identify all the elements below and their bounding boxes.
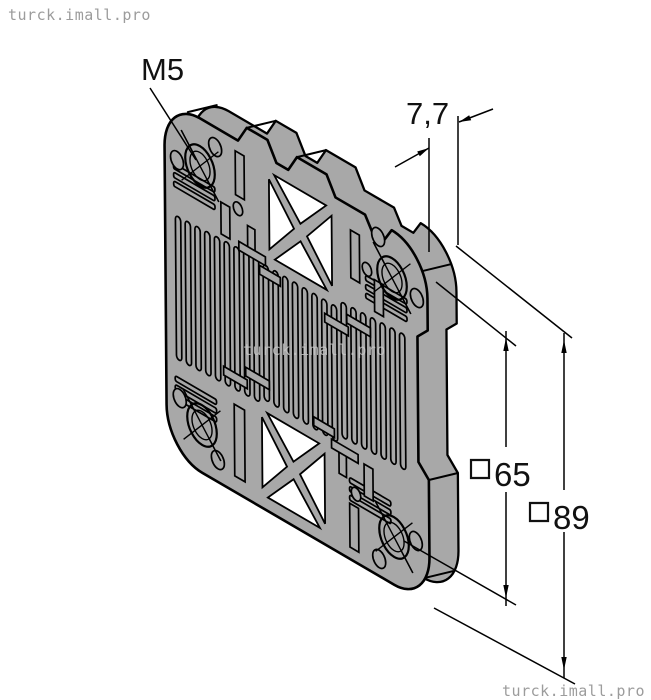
vent-slot-grille (175, 201, 406, 492)
dimension-thickness: 7,7 (395, 96, 493, 252)
x-brace-cutout-upper (269, 172, 332, 293)
m5-hole (181, 130, 219, 202)
x-brace-cutout-lower (262, 410, 325, 531)
plate-size-value: 89 (553, 499, 590, 536)
thickness-value: 7,7 (406, 96, 449, 131)
m5-hole (373, 242, 411, 314)
watermark-bottom-right: turck.imall.pro (502, 682, 645, 700)
dimension-hole-spacing: 65 (404, 282, 531, 606)
square-symbol (471, 460, 489, 478)
m5-mounting-holes (181, 130, 413, 573)
rect-cutout-cluster-lower-right (314, 417, 374, 561)
square-symbol (530, 503, 548, 521)
plate-edge-connectors (188, 105, 458, 578)
plate-front-face (164, 80, 430, 606)
rect-cutout-cluster-upper-right (324, 214, 384, 356)
hole-spacing-value: 65 (494, 456, 531, 493)
small-pilot-holes (170, 107, 426, 595)
thread-size-label: M5 (141, 52, 184, 87)
watermark-top-left: turck.imall.pro (8, 6, 151, 24)
watermark-center: turck.imall.pro (243, 341, 386, 359)
dimension-thread-m5: M5 (141, 52, 196, 160)
dimension-plate-size: 89 (434, 246, 590, 684)
rect-cutout-cluster-lower-left (223, 232, 282, 504)
m5-hole (183, 389, 221, 461)
m5-hole (375, 501, 413, 573)
